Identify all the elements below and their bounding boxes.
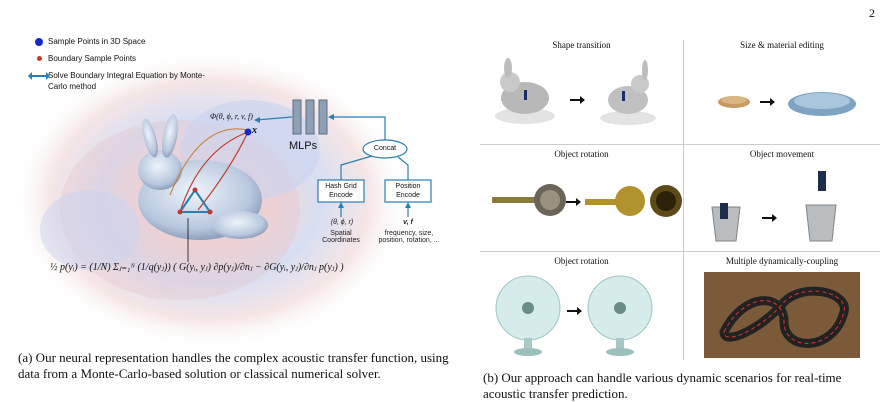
cell-size-material-editing: Size & material editing bbox=[684, 36, 880, 144]
boundary-integral-formula: ½ p(yᵢ) = (1/N) Σⱼ₌₁ᴺ (1/q(yⱼ)) ( G(yᵢ, … bbox=[50, 262, 344, 273]
sample-point-x bbox=[244, 128, 252, 136]
concat-label: Concat bbox=[373, 145, 397, 152]
legend: Sample Points in 3D Space Boundary Sampl… bbox=[28, 36, 218, 98]
cell-multiple-coupling: Multiple dynamically-coupling bbox=[684, 252, 880, 362]
transition-arrow-icon bbox=[570, 96, 585, 104]
spatial-vars: (θ, ϕ, r) bbox=[330, 219, 354, 226]
race-track-image bbox=[704, 272, 860, 358]
transition-arrow-icon bbox=[762, 214, 777, 222]
cell-fan-rotation: Object rotation bbox=[480, 252, 683, 362]
cell-object-rotation: Object rotation bbox=[480, 145, 683, 251]
trumpet-rotation-image bbox=[492, 184, 682, 217]
transition-arrow-icon bbox=[567, 307, 582, 315]
legend-item: Solve Boundary Integral Equation by Mont… bbox=[28, 70, 218, 92]
plate-editing-image bbox=[718, 92, 856, 116]
fan-rotation-image bbox=[495, 275, 653, 356]
phi-label: Φ(θ, ϕ, r, v, f) bbox=[210, 112, 253, 121]
figure-a-caption: (a) Our neural representation handles th… bbox=[18, 350, 449, 381]
page-number: 2 bbox=[869, 6, 875, 20]
bunny-model bbox=[138, 114, 268, 240]
red-dot-icon bbox=[36, 56, 42, 61]
blue-dot-icon bbox=[35, 37, 43, 46]
grid-divider bbox=[480, 251, 880, 252]
bunny-transition-image bbox=[495, 58, 656, 125]
x-label: x bbox=[252, 125, 257, 136]
legend-item: Boundary Sample Points bbox=[30, 53, 218, 64]
phone-bin-movement-image bbox=[711, 171, 837, 242]
spatial-coordinates-label: Spatial Coordinates bbox=[322, 230, 360, 244]
transition-arrow-icon bbox=[760, 98, 775, 106]
double-arrow-icon bbox=[28, 71, 50, 80]
figure-b-caption: (b) Our approach can handle various dyna… bbox=[483, 370, 842, 401]
transition-arrow-icon bbox=[566, 198, 581, 206]
other-vars: v, f bbox=[403, 219, 413, 226]
figure-a: Sample Points in 3D Space Boundary Sampl… bbox=[10, 36, 449, 381]
grid-divider bbox=[480, 144, 880, 145]
mlps-label: MLPs bbox=[289, 140, 318, 152]
legend-item: Sample Points in 3D Space bbox=[30, 36, 218, 47]
position-encode-label: Position Encode bbox=[395, 183, 421, 199]
figure-b: Shape transition Size & material editing… bbox=[480, 36, 880, 366]
hash-grid-encode-label: Hash Grid Encode bbox=[325, 183, 357, 199]
cell-object-movement: Object movement bbox=[684, 145, 880, 251]
cell-shape-transition: Shape transition bbox=[480, 36, 683, 144]
figure-a-illustration bbox=[10, 50, 432, 345]
other-inputs-label: frequency, size, position, rotation, ... bbox=[378, 230, 440, 244]
grid-divider bbox=[683, 40, 684, 360]
